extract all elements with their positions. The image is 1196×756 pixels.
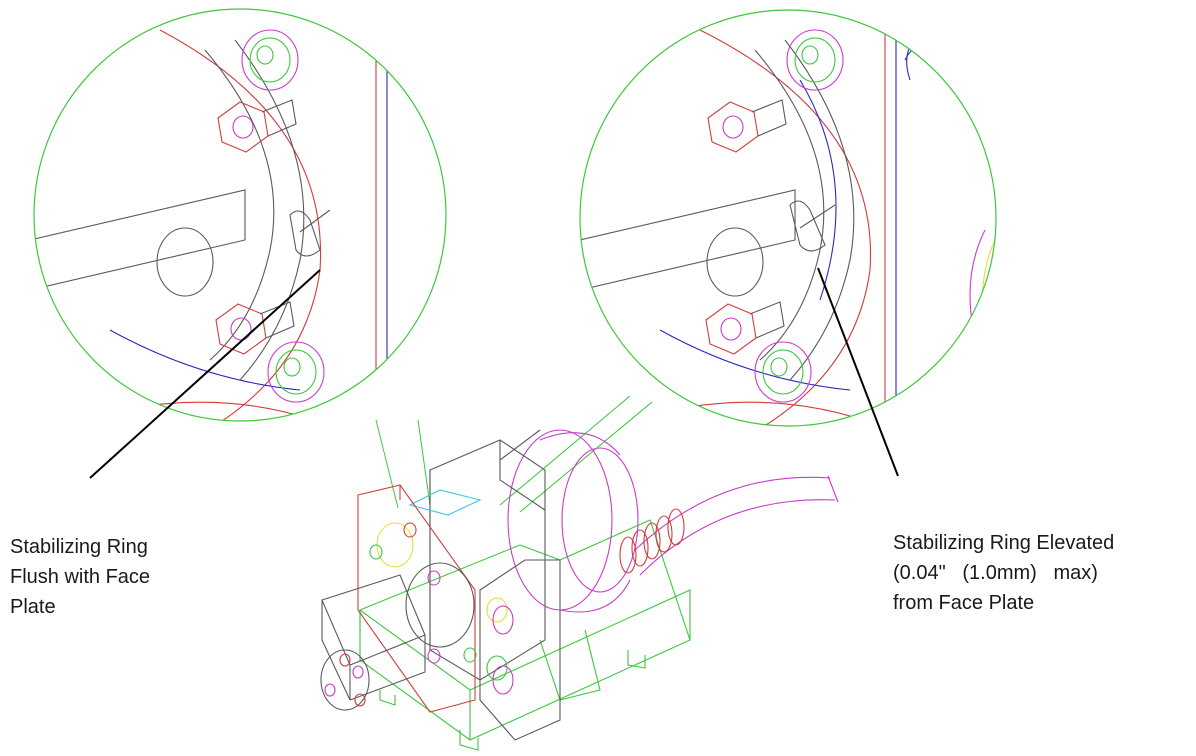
right-callout-line-1: Stabilizing Ring Elevated [893,532,1115,554]
left-callout-line-3: Plate [10,596,56,618]
right-callout-line-3: from Face Plate [893,592,1035,614]
left-magnified-detail [33,8,447,422]
left-callout-label: Stabilizing Ring Flush with Face Plate [10,532,210,622]
left-callout-line-2: Flush with Face [10,566,151,588]
right-leader-line [817,267,899,477]
device-illustration [320,429,839,751]
left-leader-line [89,269,321,479]
magnifier-connector-lines [375,395,653,513]
right-magnified-detail [579,9,997,427]
right-callout-label: Stabilizing Ring Elevated (0.04" (1.0mm)… [893,528,1187,618]
left-callout-line-1: Stabilizing Ring [10,536,148,558]
right-callout-line-2: (0.04" (1.0mm) max) [893,562,1098,584]
